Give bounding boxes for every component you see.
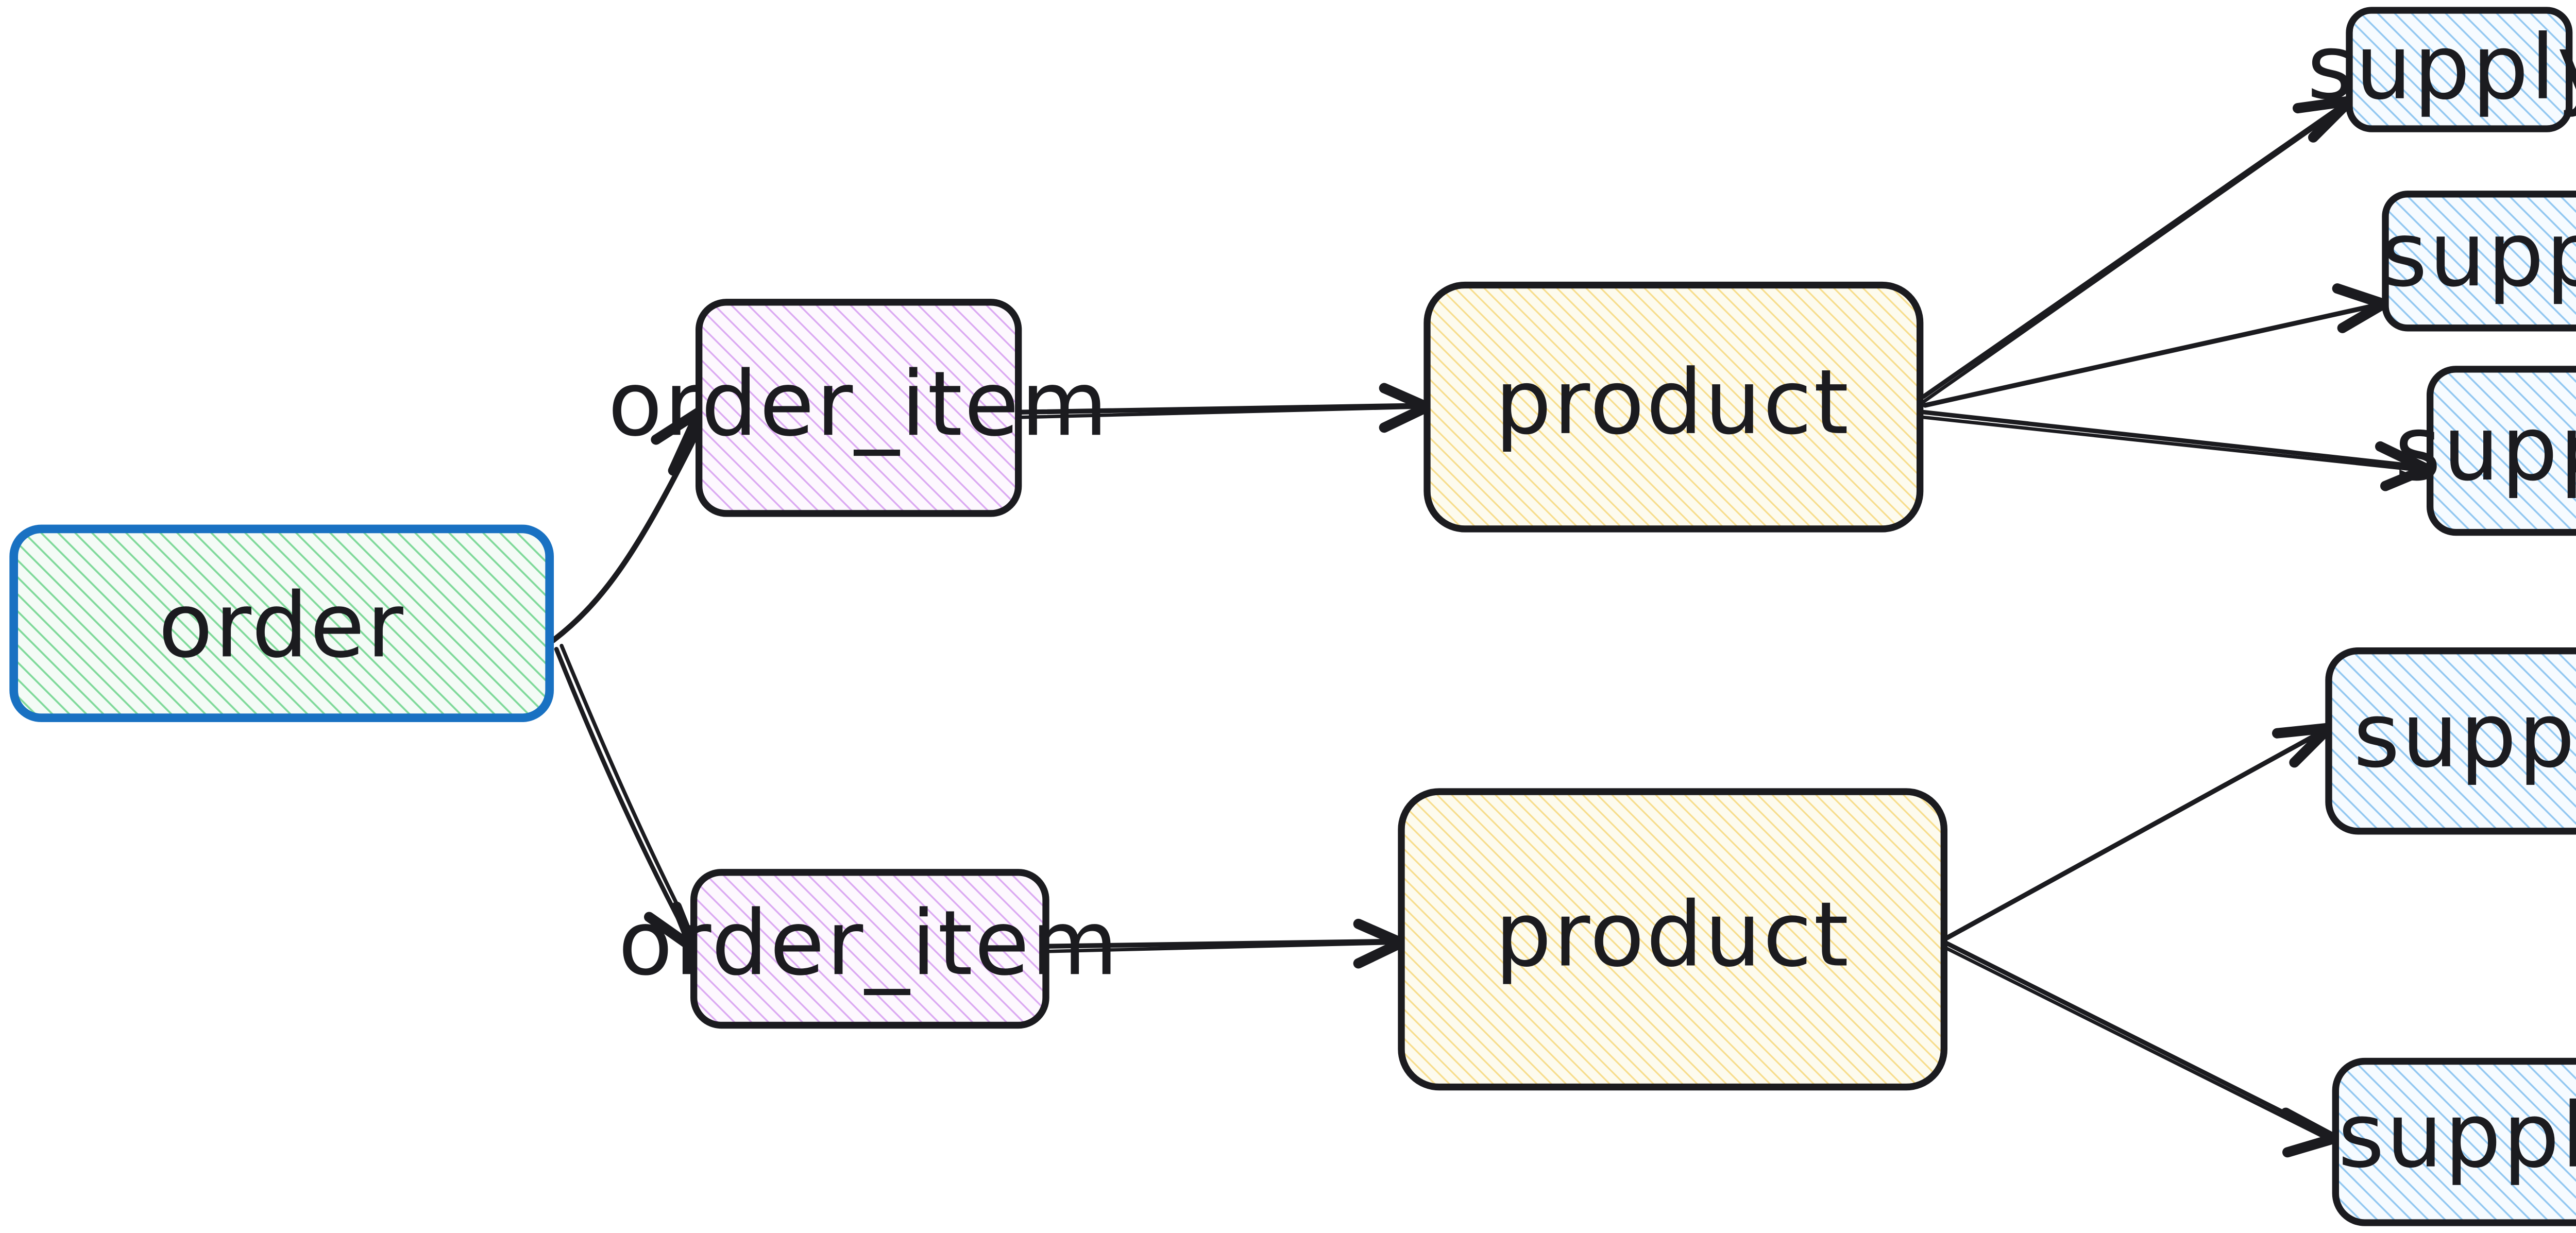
node-product-bottom[interactable]: product [1398, 788, 1948, 1091]
node-order-item-top-shape[interactable] [696, 299, 1022, 517]
node-supply-top-2[interactable]: supply [2381, 191, 2576, 332]
node-order-item-bottom-shape[interactable] [690, 869, 1049, 1029]
node-order-item-bottom-label: order_item [618, 891, 1120, 995]
edge-product-top-to-supply-2 [1923, 283, 2389, 408]
node-product-bottom-shape[interactable] [1398, 788, 1948, 1091]
node-supply-top-1-label: supply [2307, 15, 2576, 119]
node-supply-top-3-label: supply [2395, 397, 2576, 501]
node-product-top-shape[interactable] [1423, 281, 1924, 533]
node-supply-bottom-2-label: supply [2338, 1084, 2576, 1188]
node-supply-bottom-1[interactable]: supply [2325, 647, 2576, 835]
node-supply-top-1-shape[interactable] [2346, 7, 2573, 132]
node-layer: order order_item product supply supply [9, 7, 2576, 1226]
node-supply-top-2-label: supply [2381, 202, 2576, 306]
edge-order-to-order-item-top [550, 407, 704, 644]
node-supply-top-1[interactable]: supply [2307, 7, 2576, 132]
edge-product-bottom-to-supply-1 [1945, 723, 2332, 940]
node-supply-bottom-1-shape[interactable] [2325, 647, 2576, 835]
edge-order-item-top-to-product-top [1019, 383, 1432, 433]
node-supply-top-2-shape[interactable] [2382, 191, 2576, 332]
node-product-top-label: product [1495, 350, 1851, 454]
node-product-top[interactable]: product [1423, 281, 1924, 533]
edge-layer [550, 96, 2432, 1158]
node-supply-top-3-shape[interactable] [2427, 366, 2576, 536]
edge-product-bottom-to-supply-2 [1943, 940, 2339, 1158]
edge-product-top-to-supply-3 [1921, 409, 2432, 491]
node-product-bottom-label: product [1495, 883, 1851, 987]
node-order-item-top-label: order_item [608, 352, 1110, 456]
node-supply-bottom-1-label: supply [2353, 683, 2576, 787]
node-order-label: order [158, 573, 405, 677]
node-supply-top-3[interactable]: supply [2395, 366, 2576, 536]
edge-product-top-to-supply-1 [1921, 96, 2353, 404]
node-order-shape[interactable] [9, 524, 554, 723]
edge-order-item-bottom-to-product-bottom [1047, 918, 1406, 969]
node-order-item-top[interactable]: order_item [608, 299, 1110, 517]
node-order[interactable]: order [9, 524, 554, 723]
node-order-item-bottom[interactable]: order_item [618, 869, 1120, 1029]
node-supply-bottom-2-shape[interactable] [2332, 1057, 2576, 1226]
node-supply-bottom-2[interactable]: supply [2332, 1057, 2576, 1226]
edge-order-to-order-item-bottom [554, 644, 701, 955]
